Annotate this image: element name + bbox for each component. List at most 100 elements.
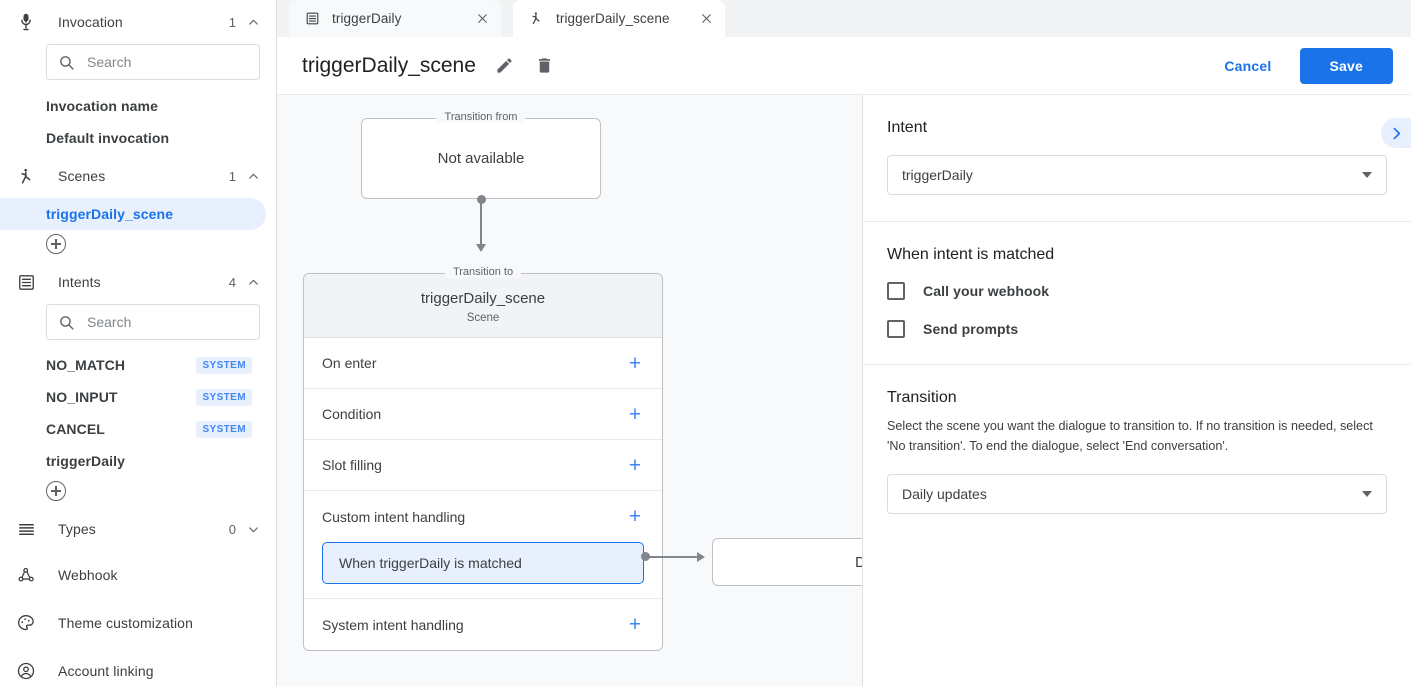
add-slot-filling-icon[interactable]: +	[628, 453, 642, 477]
sidebar-item-no-input[interactable]: NO_INPUT SYSTEM	[0, 381, 266, 413]
sidebar-section-scenes[interactable]: Scenes 1	[0, 154, 276, 198]
types-icon	[14, 517, 38, 541]
add-on-enter-icon[interactable]: +	[628, 351, 642, 375]
chevron-down-icon	[1362, 172, 1372, 178]
transition-from-label: Transition from	[436, 111, 526, 123]
scene-graph-canvas[interactable]: Transition from Not available Transition…	[277, 95, 862, 686]
scene-row-condition[interactable]: Condition +	[304, 389, 662, 440]
scene-row-system-intent-handling[interactable]: System intent handling +	[304, 599, 662, 650]
tab-triggerdaily[interactable]: triggerDaily	[289, 0, 501, 37]
trash-icon[interactable]	[534, 55, 556, 77]
checkbox-row-call-webhook[interactable]: Call your webhook	[887, 282, 1387, 300]
connector-line-horizontal	[647, 556, 699, 558]
intents-search[interactable]	[46, 304, 260, 340]
sidebar-item-label: Webhook	[58, 567, 118, 583]
intent-handler-chip[interactable]: When triggerDaily is matched	[322, 542, 644, 584]
add-system-intent-icon[interactable]: +	[628, 613, 642, 636]
scene-block-custom-intent-handling: Custom intent handling + When triggerDai…	[304, 491, 662, 599]
chevron-right-icon[interactable]	[1381, 118, 1411, 148]
scene-row-label: Slot filling	[322, 457, 382, 473]
transition-from-node[interactable]: Transition from Not available	[361, 111, 601, 199]
scene-node-name: triggerDaily_scene	[420, 290, 546, 307]
checkbox-row-send-prompts[interactable]: Send prompts	[887, 320, 1387, 338]
panel-section-when-matched: When intent is matched Call your webhook…	[863, 222, 1411, 365]
search-input[interactable]	[85, 53, 249, 71]
intent-select[interactable]: triggerDaily	[887, 155, 1387, 195]
close-icon[interactable]	[697, 10, 715, 28]
search-icon	[57, 53, 75, 71]
intents-icon	[303, 10, 321, 28]
sidebar-item-theme-customization[interactable]: Theme customization	[0, 599, 276, 647]
transition-target-node[interactable]: Tr Dail	[712, 538, 862, 586]
sidebar-item-cancel[interactable]: CANCEL SYSTEM	[0, 413, 266, 445]
sidebar-section-invocation[interactable]: Invocation 1	[0, 0, 276, 44]
send-prompts-label: Send prompts	[923, 321, 1019, 337]
add-condition-icon[interactable]: +	[628, 402, 642, 426]
sidebar-item-label: Account linking	[58, 663, 154, 679]
transition-from-value: Not available	[437, 150, 525, 167]
intents-icon	[14, 270, 38, 294]
scene-row-label: Custom intent handling	[322, 508, 466, 525]
chevron-up-icon[interactable]	[246, 275, 260, 289]
call-webhook-label: Call your webhook	[923, 283, 1050, 299]
scene-icon	[527, 10, 545, 28]
sidebar-item-triggerdaily-scene[interactable]: triggerDaily_scene	[0, 198, 266, 230]
chevron-down-icon	[1362, 491, 1372, 498]
chevron-up-icon[interactable]	[246, 169, 260, 183]
send-prompts-checkbox[interactable]	[887, 320, 905, 338]
intent-select-value: triggerDaily	[902, 167, 973, 183]
intent-name: triggerDaily	[46, 453, 125, 469]
add-intent-icon[interactable]	[46, 481, 66, 501]
sidebar-section-intents[interactable]: Intents 4	[0, 260, 276, 304]
scene-row-custom-intent-handling[interactable]: Custom intent handling +	[304, 491, 662, 542]
scene-node[interactable]: Transition to triggerDaily_scene Scene O…	[303, 266, 663, 651]
status-badge: SYSTEM	[196, 388, 252, 406]
palette-icon	[14, 611, 38, 635]
tab-label: triggerDaily_scene	[556, 11, 670, 26]
add-scene-icon[interactable]	[46, 234, 66, 254]
add-custom-intent-icon[interactable]: +	[628, 505, 642, 528]
invocation-search-wrap	[0, 44, 276, 80]
connector-dot-right	[641, 552, 650, 561]
transition-select[interactable]: Daily updates	[887, 474, 1387, 515]
sidebar-section-label: Scenes	[58, 168, 106, 184]
save-button[interactable]: Save	[1299, 47, 1393, 84]
sidebar-item-invocation-name[interactable]: Invocation name	[46, 98, 158, 114]
chevron-down-icon[interactable]	[246, 522, 260, 536]
search-input[interactable]	[85, 313, 249, 331]
call-webhook-checkbox[interactable]	[887, 282, 905, 300]
sidebar-item-account-linking[interactable]: Account linking	[0, 647, 276, 686]
intent-name: CANCEL	[46, 421, 105, 437]
tab-label: triggerDaily	[332, 11, 402, 26]
chevron-up-icon[interactable]	[246, 15, 260, 29]
page-title: triggerDaily_scene	[302, 53, 476, 77]
connector-arrow-right	[697, 552, 705, 562]
invocation-search[interactable]	[46, 44, 260, 80]
cancel-button[interactable]: Cancel	[1210, 49, 1285, 83]
scene-row-slot-filling[interactable]: Slot filling +	[304, 440, 662, 491]
sidebar-section-label: Types	[58, 521, 96, 537]
sidebar-section-count: 4	[228, 274, 236, 290]
sidebar-item-webhook[interactable]: Webhook	[0, 551, 276, 599]
tab-triggerdaily-scene[interactable]: triggerDaily_scene	[513, 0, 725, 37]
sidebar-section-count: 0	[228, 521, 236, 537]
sidebar-item-triggerdaily[interactable]: triggerDaily	[0, 445, 266, 477]
body-area: Transition from Not available Transition…	[277, 95, 1411, 686]
sidebar-section-types[interactable]: Types 0	[0, 507, 276, 551]
add-scene-row	[0, 230, 276, 260]
search-icon	[57, 313, 75, 331]
connector-arrow-down	[476, 244, 486, 252]
scene-row-label: System intent handling	[322, 616, 464, 633]
scene-icon	[14, 164, 38, 188]
scene-row-on-enter[interactable]: On enter +	[304, 338, 662, 389]
transition-select-value: Daily updates	[902, 486, 987, 503]
close-icon[interactable]	[473, 10, 491, 28]
right-properties-panel: Intent triggerDaily When intent is match…	[862, 95, 1411, 686]
tab-bar: triggerDaily triggerDaily_scene	[277, 0, 1411, 37]
microphone-icon	[14, 10, 38, 34]
pencil-icon[interactable]	[494, 55, 516, 77]
sidebar-item-no-match[interactable]: NO_MATCH SYSTEM	[0, 349, 266, 381]
panel-transition-description: Select the scene you want the dialogue t…	[887, 419, 1373, 453]
sidebar-item-default-invocation[interactable]: Default invocation	[46, 130, 170, 146]
